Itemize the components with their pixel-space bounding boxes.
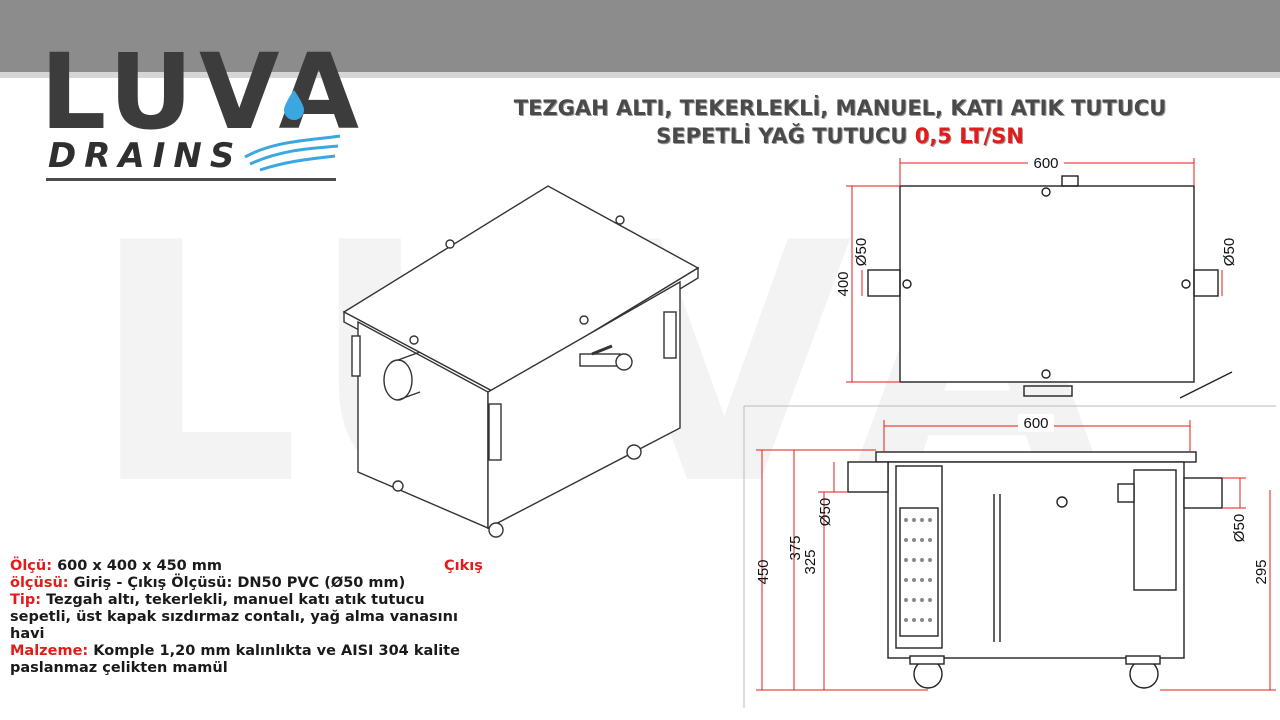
side-view-outlet-dia: Ø50	[1231, 514, 1248, 542]
spec-block: Çıkış Ölçü: 600 x 400 x 450 mm ölçüsü: G…	[10, 558, 490, 677]
side-basket-mesh	[899, 507, 939, 637]
spec-type-label: Tip:	[10, 592, 42, 608]
spec-type-value: Tezgah altı, tekerlekli, manuel katı atı…	[10, 592, 458, 642]
wheel	[392, 480, 404, 492]
title-flow-rate: 0,5 LT/SN	[914, 124, 1024, 148]
side-outlet	[1183, 477, 1223, 509]
title-line-2: SEPETLİ YAĞ TUTUCU 0,5 LT/SN	[440, 122, 1240, 150]
wheel	[488, 522, 504, 538]
wing-nut	[1181, 279, 1191, 289]
side-lid	[875, 451, 1197, 463]
wing-nut	[579, 315, 589, 325]
spec-exit-label: Çıkış	[444, 558, 483, 574]
spec-size-label: Ölçü:	[10, 558, 53, 574]
top-view-width-label: 600	[1033, 155, 1058, 172]
side-inlet	[847, 461, 889, 493]
wing-nut	[445, 239, 455, 249]
wheel	[626, 444, 642, 460]
body-side	[487, 280, 681, 530]
title-line-1: TEZGAH ALTI, TEKERLEKLİ, MANUEL, KATI AT…	[513, 96, 1167, 120]
side-outlet-baffle	[1133, 469, 1177, 591]
handle-side	[663, 311, 677, 359]
top-view-valve	[1023, 385, 1073, 397]
logo-underline	[46, 178, 336, 181]
valve-cap	[615, 353, 633, 371]
water-drop-icon	[244, 90, 341, 172]
caster-bracket	[909, 655, 945, 665]
spec-type-row: Tip: Tezgah altı, tekerlekli, manuel kat…	[10, 592, 490, 643]
spec-material-value: Komple 1,20 mm kalınlıkta ve AISI 304 ka…	[10, 643, 460, 676]
top-view-outlet	[1193, 269, 1219, 297]
title-line-2-main: SEPETLİ YAĞ TUTUCU	[656, 124, 915, 148]
side-view-outlet-height: 325	[802, 549, 819, 574]
wing-nut	[1041, 369, 1051, 379]
header-banner	[0, 0, 1280, 72]
top-view-outline	[899, 185, 1195, 383]
spec-material-row: Malzeme: Komple 1,20 mm kalınlıkta ve AI…	[10, 643, 490, 677]
side-view-inlet-dia: Ø50	[817, 498, 834, 526]
handle-left	[351, 335, 361, 377]
brand-logo: LUVA DRAINS	[40, 40, 359, 190]
side-valve	[1117, 483, 1135, 503]
wing-nut	[615, 215, 625, 225]
wing-nut	[902, 279, 912, 289]
wing-nut	[409, 335, 419, 345]
logo-wordmark: LUVA	[40, 31, 365, 153]
wing-nut	[1041, 187, 1051, 197]
spec-io-label: ölçüsü:	[10, 575, 69, 591]
spec-material-label: Malzeme:	[10, 643, 89, 659]
side-view-outlet-level: 295	[1253, 559, 1270, 584]
handle-front	[488, 403, 502, 461]
caster-bracket	[1125, 655, 1161, 665]
page-title: TEZGAH ALTI, TEKERLEKLİ, MANUEL, KATI AT…	[440, 94, 1240, 150]
side-view-inlet-height: 375	[787, 535, 804, 560]
top-view-inlet-dia: Ø50	[853, 238, 870, 266]
logo-subtitle: DRAINS	[48, 136, 243, 176]
side-view-width-label: 600	[1023, 415, 1048, 432]
top-view-outlet-dia: Ø50	[1221, 238, 1238, 266]
top-view-depth-label: 400	[835, 271, 852, 296]
top-view-vent	[1061, 175, 1079, 187]
side-valve-port	[1056, 496, 1068, 508]
spec-size-row: Ölçü: 600 x 400 x 450 mm	[10, 558, 490, 575]
spec-size-value: 600 x 400 x 450 mm	[52, 558, 223, 574]
top-view-inlet	[867, 269, 901, 297]
spec-io-value: Giriş - Çıkış Ölçüsü: DN50 PVC (Ø50 mm)	[68, 575, 406, 591]
header-banner-shadow	[0, 72, 1280, 78]
spec-io-row: ölçüsü: Giriş - Çıkış Ölçüsü: DN50 PVC (…	[10, 575, 490, 592]
side-view-height-label: 450	[755, 559, 772, 584]
